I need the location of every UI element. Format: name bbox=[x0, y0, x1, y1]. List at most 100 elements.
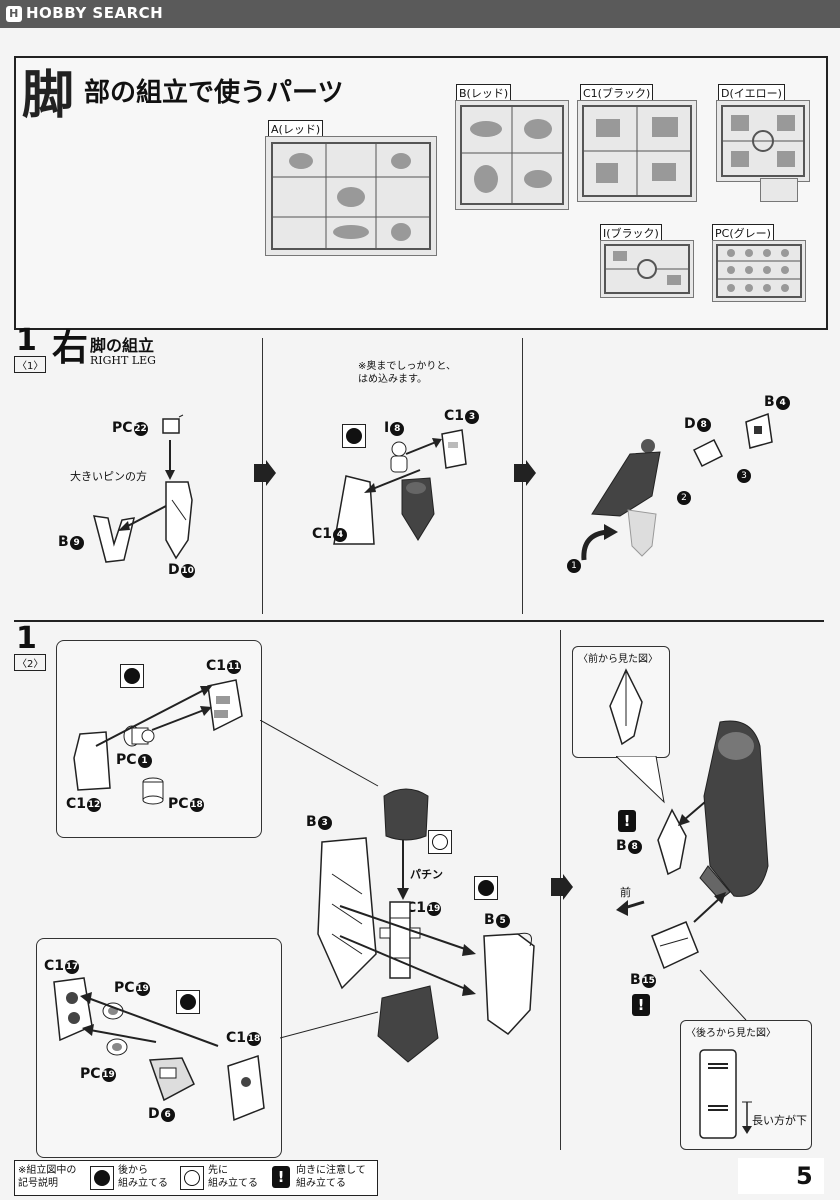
d8-part bbox=[692, 438, 724, 468]
c1-3-part bbox=[441, 429, 467, 469]
runner-i-image bbox=[600, 240, 694, 298]
step2-top-rule bbox=[14, 620, 824, 622]
label-pc19-b-num: 19 bbox=[101, 1068, 116, 1082]
pc19-b-part bbox=[106, 1038, 128, 1056]
b5-part bbox=[483, 932, 535, 1035]
order-3: 3 bbox=[736, 464, 751, 483]
step2-substep: 〈2〉 bbox=[14, 654, 47, 671]
i8-part bbox=[390, 441, 408, 473]
label-pc22-text: PC bbox=[112, 420, 133, 436]
label-c1-3-text: C1 bbox=[444, 408, 465, 424]
foot-assembly-part bbox=[591, 439, 661, 517]
watermark-bar bbox=[0, 0, 840, 28]
label-i8-text: I bbox=[384, 420, 390, 436]
runner-b-label: B(レッド) bbox=[456, 84, 512, 102]
sole-part bbox=[627, 509, 657, 557]
leg-main-assembly-part bbox=[699, 720, 769, 901]
page-number-box bbox=[738, 1158, 824, 1194]
runner-c1-label: C1(ブラック) bbox=[580, 84, 654, 102]
label-d8-num: 8 bbox=[696, 418, 711, 432]
label-c1-3-num: 3 bbox=[465, 410, 480, 424]
label-i8-num: 8 bbox=[390, 422, 405, 436]
center-arrows-icon bbox=[339, 905, 476, 996]
b8-warning-icon: ! bbox=[618, 810, 636, 832]
step1-substep: 〈1〉 bbox=[14, 356, 47, 373]
legend-later-icon bbox=[90, 1166, 114, 1190]
label-c1-12-text: C1 bbox=[66, 796, 87, 812]
label-c1-19-text: C1 bbox=[406, 900, 427, 916]
legend-warning-icon: ! bbox=[272, 1166, 290, 1188]
label-c1-17-num: 17 bbox=[65, 960, 80, 974]
back-view-part bbox=[699, 1049, 737, 1139]
header-title: 部の組立で使うパーツ bbox=[84, 78, 344, 108]
runner-b-sprue bbox=[460, 105, 564, 205]
label-pc18-text: PC bbox=[168, 796, 189, 812]
label-pc19-a-text: PC bbox=[114, 980, 135, 996]
label-c1-18-text: C1 bbox=[226, 1030, 247, 1046]
watermark-text: HOBBY SEARCH bbox=[26, 4, 164, 22]
assemble-later-icon-2 bbox=[120, 664, 144, 688]
knee-part bbox=[383, 788, 429, 841]
order-2: 2 bbox=[676, 486, 691, 505]
label-d10-text: D bbox=[168, 562, 180, 578]
front-view-pointer bbox=[616, 756, 665, 804]
b4-part bbox=[745, 412, 773, 449]
runner-d-image bbox=[716, 100, 810, 182]
callout-line-top bbox=[260, 720, 379, 787]
label-c1-11-num: 11 bbox=[227, 660, 242, 674]
label-pc1-text: PC bbox=[116, 752, 137, 768]
step1-title-kanji: 右 bbox=[52, 327, 89, 369]
step2-arrow-icon bbox=[551, 874, 573, 900]
c1-3-arrow-icon bbox=[405, 438, 442, 455]
b8-part bbox=[657, 808, 687, 876]
order-1-num: 1 bbox=[567, 559, 581, 573]
hobby-search-icon: H bbox=[6, 6, 22, 22]
b3-part bbox=[317, 837, 377, 990]
assemble-later-dot-4 bbox=[180, 994, 196, 1010]
b15-arrow-icon bbox=[693, 892, 726, 923]
label-b9-num: 9 bbox=[69, 536, 84, 550]
runner-i-label: I(ブラック) bbox=[600, 224, 662, 242]
b15-part bbox=[651, 921, 699, 970]
down-arrow-icon bbox=[165, 440, 175, 480]
runner-b-image bbox=[455, 100, 569, 210]
step1-number: 1 bbox=[16, 323, 37, 358]
step1-title: 脚の組立 bbox=[90, 336, 155, 355]
c1-17-part bbox=[53, 977, 93, 1042]
long-side-label: 長い方が下 bbox=[752, 1114, 807, 1127]
pc18-part bbox=[142, 777, 164, 805]
pachin-sound: パチン bbox=[410, 868, 443, 881]
page-number: 5 bbox=[796, 1162, 813, 1190]
assemble-first-dot bbox=[432, 834, 448, 850]
step1-arrow-1-icon bbox=[254, 460, 276, 486]
label-c1-17-text: C1 bbox=[44, 958, 65, 974]
runner-a-image bbox=[265, 136, 437, 256]
b15-warning-icon: ! bbox=[632, 994, 650, 1016]
legend-warning-text: 向きに注意して 組み立てる bbox=[296, 1165, 366, 1189]
label-b3-num: 3 bbox=[317, 816, 332, 830]
step1-arrow-2-icon bbox=[514, 460, 536, 486]
legend-title: ※組立図中の 記号説明 bbox=[18, 1165, 77, 1189]
label-d6-text: D bbox=[148, 1106, 160, 1122]
front-view-label: 〈前から見た図〉 bbox=[578, 654, 658, 665]
down-arrow-2-icon bbox=[397, 840, 409, 900]
step1-title-en: RIGHT LEG bbox=[90, 354, 156, 367]
label-b3-text: B bbox=[306, 814, 317, 830]
runner-a-sprue bbox=[271, 142, 431, 250]
runner-pc-image bbox=[712, 240, 806, 302]
assemble-later-dot-3 bbox=[478, 880, 494, 896]
legend-first-dot bbox=[184, 1170, 200, 1186]
